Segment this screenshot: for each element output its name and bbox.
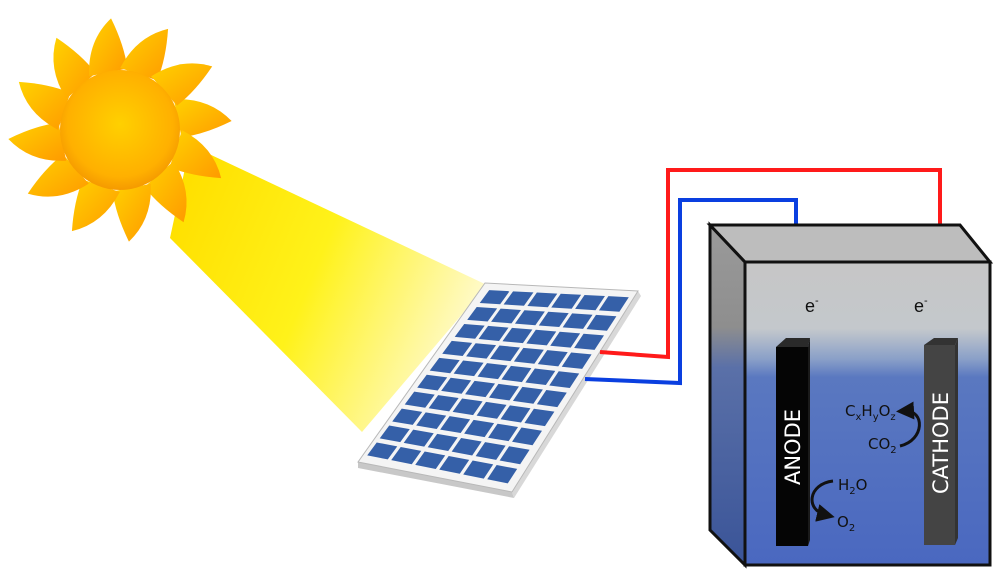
cathode-reaction-arrow-icon — [896, 401, 921, 448]
solar-cell — [501, 365, 532, 383]
anode-reactant-formula: H2O — [838, 476, 867, 497]
sunlight-beam — [170, 145, 487, 432]
solar-cell — [367, 442, 398, 460]
solar-cell — [454, 323, 485, 339]
sun-ray — [18, 81, 71, 130]
solar-cell — [514, 310, 545, 326]
solar-cell — [537, 350, 568, 367]
sun-ray — [173, 99, 232, 138]
sun-ray — [89, 18, 128, 77]
solar-cell — [441, 377, 472, 394]
sun-ray — [27, 154, 89, 197]
solar-cell — [487, 465, 518, 484]
solar-cell — [465, 380, 496, 398]
solar-cell — [574, 333, 604, 350]
solar-cell — [467, 307, 498, 322]
solar-cell — [536, 389, 567, 408]
electron-label-cathode: e- — [914, 295, 928, 316]
cathode-electrode: CATHODE — [924, 338, 958, 545]
solar-cell — [439, 455, 470, 474]
solar-cell — [476, 401, 507, 419]
solar-cell — [527, 292, 558, 308]
solar-cell — [512, 386, 543, 404]
solar-cell — [500, 405, 531, 423]
electron-label-anode: e- — [805, 295, 819, 316]
solar-cell — [562, 313, 593, 329]
solar-cell — [392, 408, 423, 425]
sun-ray — [8, 122, 67, 161]
solar-cell — [417, 374, 448, 391]
solar-cell — [538, 311, 569, 328]
solar-cell — [490, 345, 520, 362]
solar-cell — [440, 416, 471, 434]
solar-cell — [549, 371, 580, 388]
solar-cell — [451, 437, 482, 456]
solar-cell — [551, 293, 582, 309]
solar-cell — [391, 446, 422, 465]
solar-cell — [415, 451, 446, 469]
solar-cell — [525, 368, 556, 386]
sun-ray — [112, 183, 151, 242]
solar-cell — [427, 433, 458, 452]
sun-icon — [8, 18, 232, 242]
solar-cell — [488, 423, 519, 442]
solar-cell — [524, 408, 555, 427]
sun-ray — [53, 37, 96, 99]
cathode-reactant-formula: CO2 — [868, 435, 897, 456]
solar-cell — [416, 412, 447, 429]
cathode-label: CATHODE — [929, 392, 953, 494]
positive-wire — [599, 168, 942, 360]
solar-cell — [464, 419, 495, 438]
solar-cell — [502, 327, 533, 344]
sun-ray — [151, 63, 213, 106]
sun-ray — [144, 161, 187, 223]
solar-cell — [491, 308, 521, 324]
cathode-product-formula: CxHyOz — [845, 402, 896, 423]
solar-cell — [575, 294, 605, 311]
solar-cell — [550, 331, 581, 348]
solar-cell — [499, 446, 530, 465]
anode-product-formula: O2 — [837, 513, 855, 534]
solar-cell — [479, 290, 510, 305]
solar-cell — [526, 329, 557, 346]
solar-cell — [463, 460, 494, 479]
solar-cell — [475, 442, 506, 460]
solar-cell — [404, 391, 435, 408]
solar-cell — [403, 429, 434, 447]
anode-reaction-arrow-icon — [810, 479, 835, 522]
sun-ray — [169, 130, 222, 179]
solar-cell — [503, 291, 534, 306]
sun-ray — [120, 28, 169, 81]
sun-ray — [71, 179, 120, 232]
solar-cell — [428, 395, 459, 412]
solar-cell — [586, 314, 617, 331]
solar-cell — [429, 357, 460, 374]
solar-cell — [489, 383, 519, 401]
solar-cell — [477, 363, 508, 380]
solar-cell — [598, 296, 629, 312]
solar-cell — [561, 352, 592, 369]
solar-cell — [379, 425, 410, 443]
solar-cell — [466, 343, 497, 359]
solar-panel — [357, 282, 641, 498]
solar-cell — [453, 360, 484, 377]
solar-cell — [512, 427, 542, 446]
solar-cell — [452, 398, 483, 416]
solar-cell — [478, 325, 509, 341]
anode-label: ANODE — [781, 409, 805, 485]
anode-electrode: ANODE — [776, 338, 810, 546]
solar-cell — [513, 347, 544, 364]
solar-cell — [442, 340, 473, 356]
